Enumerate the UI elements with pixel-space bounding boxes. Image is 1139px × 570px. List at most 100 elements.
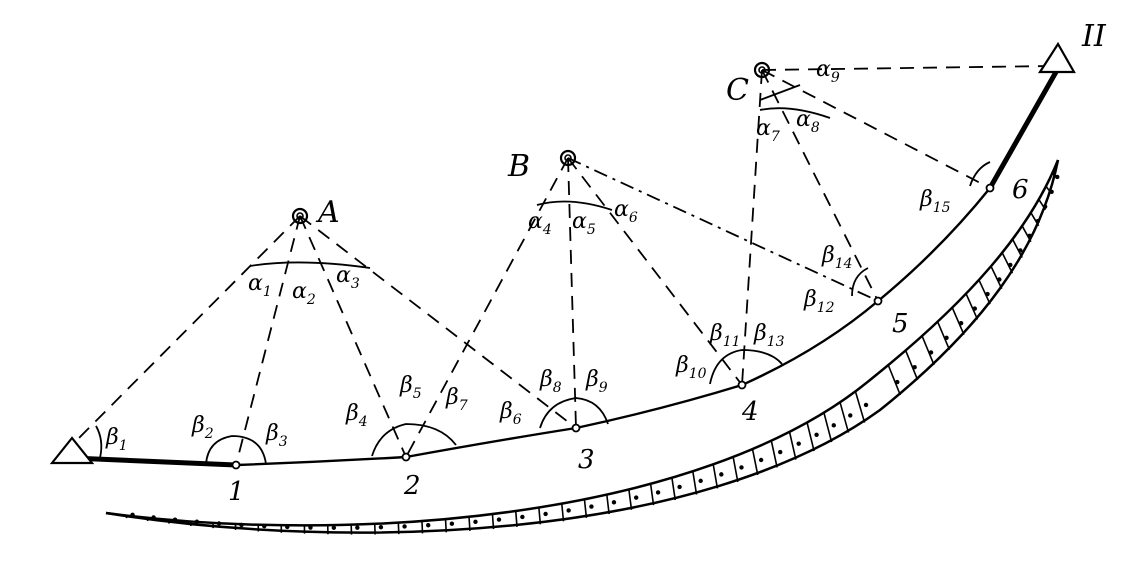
hatch-line (806, 422, 815, 452)
label-control-c: C (726, 73, 749, 108)
label-alpha-7: α7 (756, 116, 780, 145)
hatch-dot (972, 306, 977, 311)
sight-lines-c (741, 65, 1053, 386)
hatch-line (887, 364, 902, 396)
hatch-line (1021, 225, 1032, 243)
label-alpha-3: α3 (336, 263, 360, 292)
traverse-line (235, 187, 991, 467)
hatch-line (491, 514, 495, 530)
hatch-line (854, 391, 866, 423)
label-alpha-2: α2 (292, 279, 316, 308)
hatch-dot (997, 277, 1002, 282)
hatch-dot (543, 511, 548, 517)
hatch-line (921, 335, 935, 366)
hatch-dot (402, 524, 407, 529)
hatch-line (514, 510, 518, 527)
hatch-dot (944, 335, 949, 340)
alpha-arcs (249, 84, 831, 269)
hatch-line (628, 489, 633, 510)
hatch-line (421, 521, 424, 534)
beta-arcs (95, 161, 991, 465)
traverse-end-segment (987, 69, 1059, 191)
hatch-dot (449, 521, 455, 526)
hatch-dot (566, 508, 571, 513)
hatch-dot (796, 441, 801, 446)
hatch-line (444, 519, 448, 533)
hatch-dot (1027, 233, 1032, 239)
label-beta-11: β11 (709, 321, 741, 350)
label-alpha-9: α9 (816, 57, 840, 86)
hatch-dot (130, 512, 135, 518)
hatch-line (649, 483, 655, 506)
hatch-dot (308, 525, 313, 530)
hatch-dot (758, 457, 764, 463)
hatch-dot (611, 500, 617, 505)
hatch-dot (677, 484, 682, 490)
label-point-4: 4 (741, 397, 759, 427)
control-station-a (291, 207, 309, 225)
hatch-line (1011, 238, 1023, 258)
label-beta-4: β4 (345, 401, 368, 430)
start-triangle (49, 436, 95, 465)
hatch-dot (739, 465, 744, 470)
hatch-line (770, 440, 778, 468)
label-point-5: 5 (892, 309, 909, 339)
hatch-dot (719, 472, 724, 477)
label-beta-13: β13 (753, 321, 785, 350)
hatch-dot (239, 522, 244, 528)
hatch-line (839, 402, 850, 433)
hatch-marks (125, 172, 1060, 535)
hatch-line (583, 499, 588, 518)
hatch-line (671, 477, 677, 501)
hatch-dot (589, 504, 594, 509)
label-beta-6: β6 (499, 399, 522, 428)
hatch-line (1001, 252, 1014, 274)
sight-lines-a (71, 215, 577, 466)
hatch-line (990, 265, 1003, 290)
label-point-6: 6 (1012, 175, 1029, 205)
hatch-dot (473, 519, 478, 525)
label-alpha-5: α5 (572, 209, 596, 238)
hatch-dot (912, 365, 917, 370)
label-alpha-1: α1 (248, 271, 272, 300)
hatch-line (965, 293, 979, 320)
hatch-line (732, 456, 739, 483)
label-beta-1: β1 (105, 425, 128, 454)
hatch-line (606, 494, 610, 515)
hatch-dot (1042, 204, 1048, 209)
hatch-dot (1049, 189, 1054, 194)
hatch-line (978, 279, 991, 305)
label-beta-2: β2 (191, 413, 214, 442)
hatch-line (751, 448, 759, 476)
hatch-dot (172, 517, 178, 522)
hatch-dot (863, 402, 869, 408)
hatch-dot (655, 490, 661, 495)
hatch-dot (216, 521, 222, 526)
label-point-2: 2 (403, 471, 421, 501)
label-alpha-8: α8 (796, 107, 820, 136)
hatch-line (560, 503, 565, 522)
hatch-dot (262, 523, 267, 529)
label-beta-10: β10 (675, 353, 707, 382)
hatch-dot (151, 515, 156, 520)
label-beta-15: β15 (919, 187, 951, 216)
label-alpha-6: α6 (614, 197, 638, 226)
control-station-c (753, 61, 771, 79)
hatch-line (788, 431, 797, 460)
hatch-dot (985, 291, 990, 297)
label-point-3: 3 (578, 445, 595, 475)
hatch-dot (496, 517, 502, 522)
hatch-dot (426, 523, 431, 528)
traverse-start-segment (69, 455, 239, 468)
hatch-dot (194, 519, 200, 524)
label-control-b: B (507, 149, 530, 184)
hatch-line (951, 307, 965, 336)
label-beta-5: β5 (399, 373, 422, 402)
hatch-dot (1055, 174, 1060, 180)
label-beta-14: β14 (821, 243, 853, 272)
hatch-dot (831, 423, 836, 428)
label-beta-3: β3 (265, 421, 288, 450)
hatch-line (936, 321, 951, 351)
label-beta-7: β7 (445, 385, 468, 414)
